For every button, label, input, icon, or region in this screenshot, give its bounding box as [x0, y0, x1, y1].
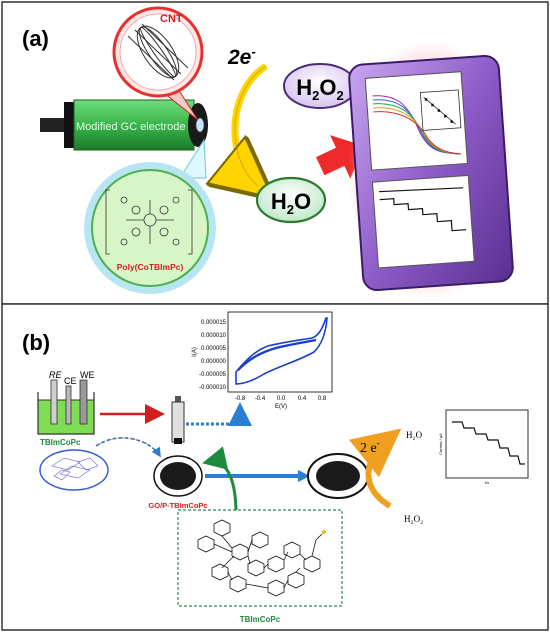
go-electrode-label: GO/P-TBImCoPc [148, 501, 207, 510]
cell-solution-label: TBImCoPc [40, 438, 81, 447]
amperometry-plot: Current / µA t/s [438, 409, 529, 485]
h2o2-bubble: H2O2 [283, 63, 357, 109]
electrochemical-cell: RE CE WE TBImCoPc [37, 370, 95, 447]
cv-xtick-3: 0.4 [298, 396, 307, 402]
electrode-surface [195, 117, 205, 133]
dispersion-ellipse [39, 449, 109, 491]
h2o-bubble: H2O [255, 176, 327, 224]
molecule-structure-icon [197, 519, 323, 597]
cv-ytick-2: 0.000005 [201, 346, 227, 352]
disc-2-inner [316, 461, 360, 491]
cv-plot: 0.000015 0.000010 0.000005 0.000000 -0.0… [192, 311, 333, 410]
cnt-callout: CNT [112, 6, 204, 121]
panel-b: (b) RE CE WE TBImCoPc 0.000015 0.000 [1, 303, 549, 631]
panel-a: (a) Modified GC electrode CNT [1, 1, 549, 305]
electron-label-b: 2 e- [360, 438, 380, 456]
panel-b-label: (b) [22, 330, 50, 355]
structure-to-electrode-arrow [202, 446, 238, 515]
h2o-text: H2O [271, 189, 311, 217]
ce-label: CE [64, 376, 77, 386]
cv-ytick-1: 0.000010 [201, 333, 227, 339]
electron-label-a: 2e- [227, 44, 256, 69]
sheet-icon [51, 457, 99, 481]
cv-xlabel: E(V) [275, 404, 287, 410]
dispersion-oval [39, 449, 109, 491]
h2o2-reactant-label: H₂O₂ [404, 514, 423, 524]
working-electrode [79, 379, 88, 425]
polymer-label: Poly(CoTBImPc) [117, 262, 184, 272]
amperometry-curve [452, 421, 525, 465]
dispersion-arrow [95, 437, 161, 458]
h2o-ellipse [255, 176, 327, 224]
re-label: RE [49, 370, 62, 380]
structure-label: TBImCoPc [240, 615, 281, 624]
cnt-label: CNT [160, 13, 183, 25]
cv-ytick-4: -0.000005 [199, 372, 227, 378]
cv-ytick-5: -0.000010 [199, 385, 227, 391]
cv-xtick-4: 0.8 [318, 396, 327, 402]
cv-plot-frame [227, 311, 333, 393]
reference-electrode [50, 379, 58, 425]
amperometry-ylabel: Current / µA [438, 433, 443, 455]
electrode-label: Modified GC electrode [76, 121, 185, 133]
polymer-callout: Poly(CoTBImPc) [84, 138, 216, 294]
h2o2-text: H2O2 [296, 75, 343, 103]
cv-ytick-0: 0.000015 [201, 320, 227, 326]
cv-xtick-2: 0.0 [277, 396, 286, 402]
counter-electrode [65, 385, 72, 425]
amperometric-steps-a [379, 198, 467, 232]
reduction-arrow [234, 63, 267, 187]
electrode-body [73, 99, 195, 151]
inset-points [423, 97, 456, 125]
modified-electrode-b [171, 396, 185, 444]
electrode-disc-1: GO/P-TBImCoPc [148, 455, 208, 510]
co-center-dot [322, 530, 326, 534]
panel-a-label: (a) [22, 26, 49, 51]
orr-arrow [348, 428, 402, 509]
lsv-curves [372, 95, 461, 155]
cv-curve [235, 317, 328, 385]
amperometry-xlabel: t/s [485, 480, 489, 485]
structure-box-frame [177, 509, 343, 607]
h2o-product-label: H₂O [406, 430, 423, 440]
electrode-b-body [171, 401, 185, 443]
cv-ytick-3: 0.000000 [201, 359, 227, 365]
stability-curve [379, 187, 464, 193]
electrode-to-cv-arrow [186, 402, 252, 426]
cnt-tube-icon [127, 23, 189, 81]
disc-1-inner [160, 462, 196, 490]
polymer-structure-icon [105, 189, 193, 255]
cv-curve-forward [237, 338, 317, 371]
cv-xtick-1: -0.4 [255, 396, 266, 402]
electrode-b-top [175, 396, 181, 404]
we-label: WE [80, 370, 95, 380]
electrode-lead [40, 118, 70, 132]
inset-plot [419, 89, 462, 131]
results-tablet [348, 40, 514, 300]
electrode-disc-2 [307, 453, 369, 499]
electrode-b-tip [174, 438, 182, 444]
reduction-arrow-outline [234, 65, 267, 187]
cv-xtick-0: -0.8 [235, 396, 246, 402]
electrode-cap [64, 102, 74, 148]
amperometry-frame [445, 409, 529, 479]
cell-beaker [37, 392, 95, 435]
cv-ylabel: I(A) [192, 347, 198, 357]
flow-arrow-head [298, 470, 310, 482]
tbimcopc-structure-box: TBImCoPc [177, 509, 343, 624]
tablet-plot-bottom [371, 174, 475, 269]
